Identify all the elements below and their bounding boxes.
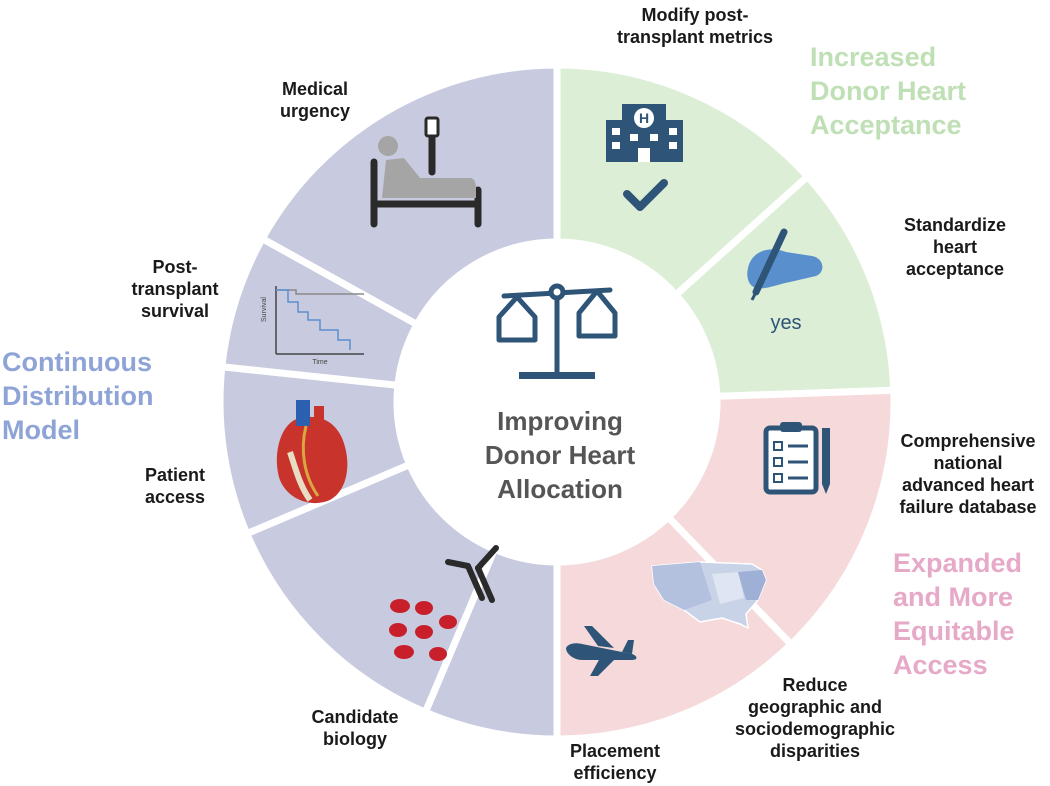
hand-writing-icon	[747, 228, 823, 301]
survival-graph-xlabel: Time	[312, 359, 327, 366]
label-placement-efficiency: Placement efficiency	[569, 741, 661, 783]
patient-icon	[378, 116, 476, 198]
label-post-transplant-survival: Post- transplant survival	[131, 257, 219, 321]
yes-text: yes	[770, 312, 801, 334]
center-title: Improving Donor Heart Allocation	[484, 406, 636, 504]
airplane-icon	[566, 626, 637, 676]
svg-text:H: H	[639, 110, 649, 126]
label-standardize-acceptance: Standardize heart acceptance	[903, 215, 1007, 279]
survival-graph-icon: Survival Time	[261, 286, 364, 366]
checkmark-icon	[623, 179, 668, 211]
antibody-icon	[445, 545, 499, 603]
balance-scale-icon	[496, 283, 618, 379]
clipboard-checklist-icon	[763, 422, 830, 495]
survival-graph-ylabel: Survival	[261, 297, 268, 322]
label-medical-urgency: Medical urgency	[279, 79, 351, 121]
label-candidate-biology: Candidate biology	[311, 707, 399, 749]
red-blood-cells-icon	[389, 599, 457, 661]
hospital-icon: H	[606, 104, 683, 162]
theme-continuous-distribution: Continuous Distribution Model	[2, 347, 154, 445]
label-patient-access: Patient access	[144, 465, 206, 507]
heart-icon	[276, 400, 348, 504]
center-circle	[397, 242, 717, 562]
theme-increased-acceptance: Increased Donor Heart Acceptance	[810, 42, 967, 140]
label-modify-metrics: Modify post- transplant metrics	[616, 5, 774, 47]
theme-equitable-access: Expanded and More Equitable Access	[893, 548, 1023, 680]
label-reduce-disparities: Reduce geographic and sociodemographic d…	[734, 675, 896, 761]
label-heart-failure-database: Comprehensive national advanced heart fa…	[899, 431, 1037, 517]
us-map-icon	[651, 561, 767, 630]
